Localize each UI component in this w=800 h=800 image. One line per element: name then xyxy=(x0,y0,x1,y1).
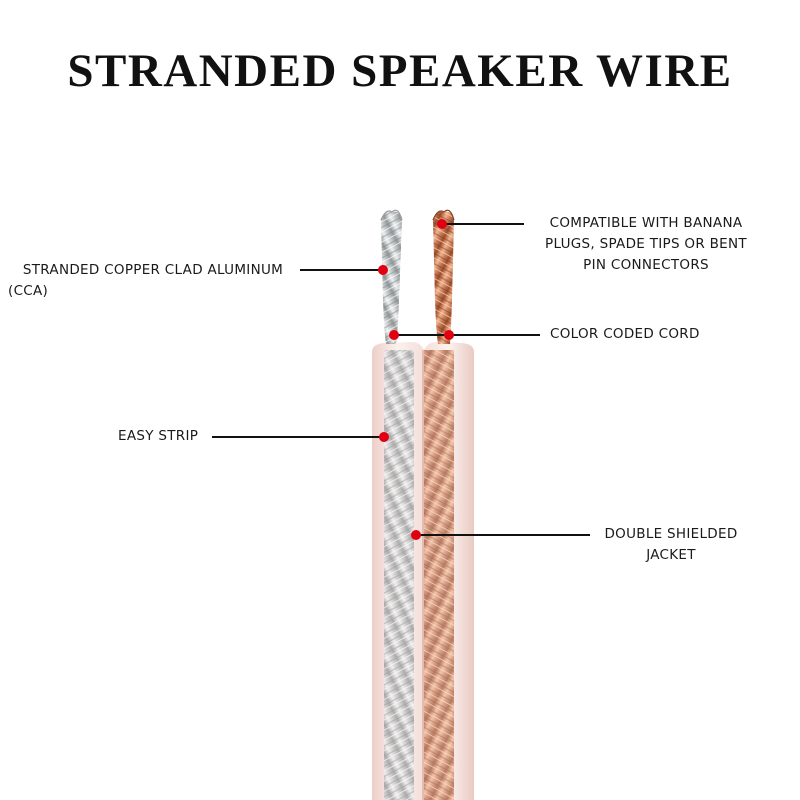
marker-color-coded-silver xyxy=(389,330,399,340)
callout-easy-strip-line-1: EASY STRIP xyxy=(118,428,199,444)
callout-double-shielded-line-2: JACKET xyxy=(646,547,696,563)
marker-double-shielded xyxy=(411,530,421,540)
page-title: STRANDED SPEAKER WIRE xyxy=(67,45,733,97)
marker-color-coded-copper xyxy=(444,330,454,340)
silver-conductor xyxy=(380,209,414,800)
callout-markers xyxy=(378,219,454,540)
callout-double-shielded: DOUBLE SHIELDED JACKET xyxy=(596,524,746,566)
callout-double-shielded-line-1: DOUBLE SHIELDED xyxy=(604,526,738,542)
callout-cca-line-1: STRANDED COPPER CLAD ALUMINUM xyxy=(22,262,284,278)
marker-cca xyxy=(378,265,388,275)
callout-leader-lines xyxy=(212,223,590,536)
callout-easy-strip: EASY STRIP xyxy=(118,426,218,447)
callout-compatible-line-1: COMPATIBLE WITH BANANA xyxy=(549,215,743,231)
marker-easy-strip xyxy=(379,432,389,442)
callout-color-coded: COLOR CODED CORD xyxy=(550,324,750,345)
copper-conductor xyxy=(424,209,455,800)
callout-color-coded-line-1: COLOR CODED CORD xyxy=(550,326,700,342)
callout-compatible-line-3: PIN CONNECTORS xyxy=(583,257,709,273)
marker-compatible xyxy=(437,219,447,229)
callout-compatible: COMPATIBLE WITH BANANA PLUGS, SPADE TIPS… xyxy=(526,213,766,276)
callout-cca-line-2: (CCA) xyxy=(8,283,49,299)
callout-compatible-line-2: PLUGS, SPADE TIPS OR BENT xyxy=(545,236,747,252)
callout-cca: STRANDED COPPER CLAD ALUMINUM (CCA) xyxy=(8,260,298,302)
